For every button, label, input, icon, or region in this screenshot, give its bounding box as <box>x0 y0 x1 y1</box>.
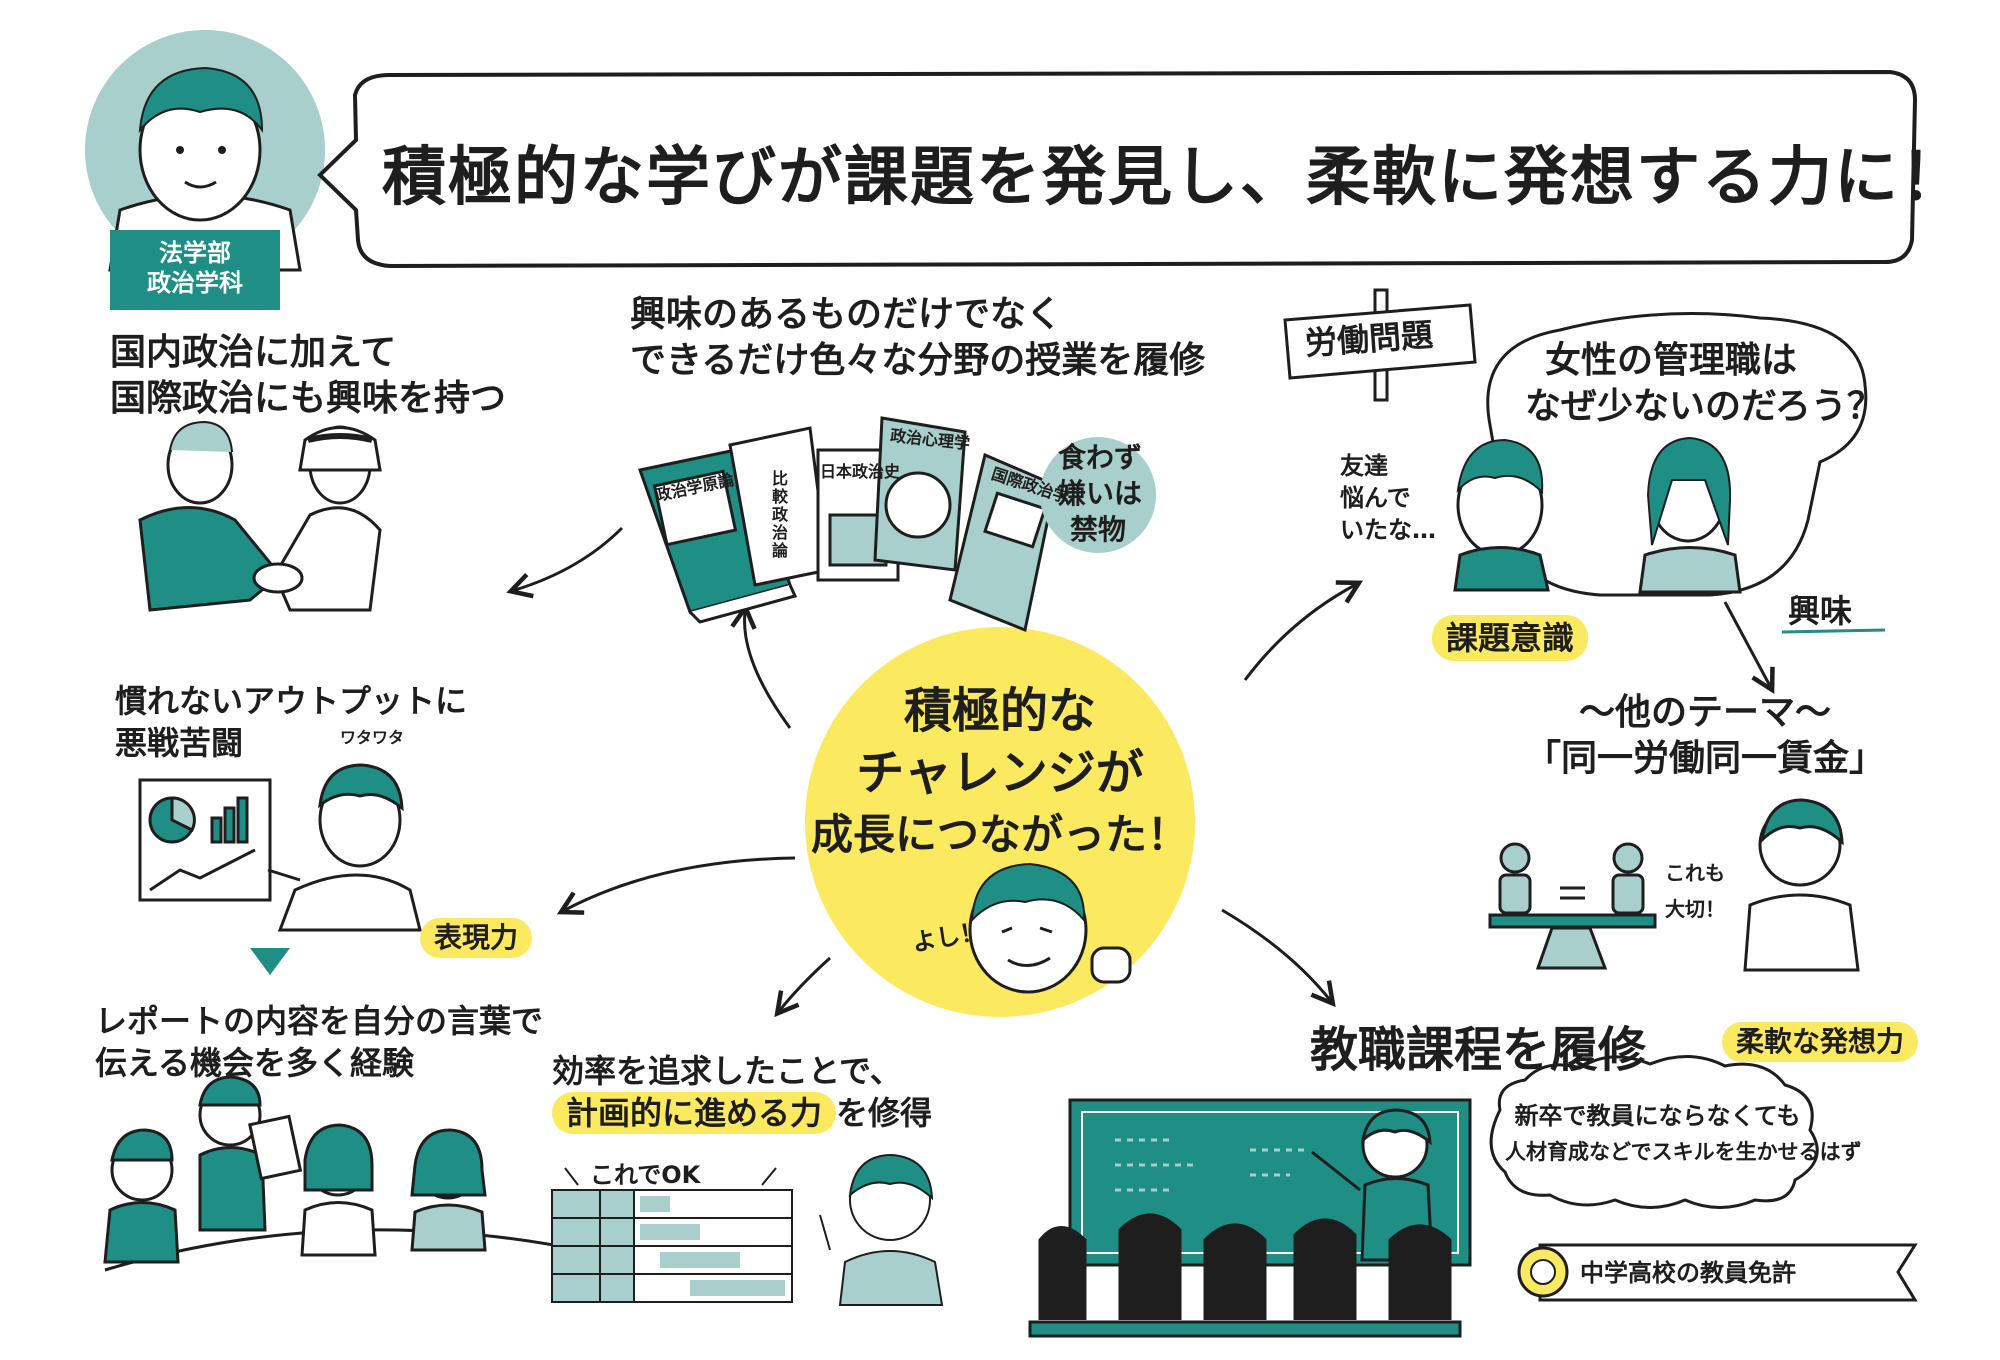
down-triangle <box>250 948 290 975</box>
balance-scale-illustration <box>1488 798 1860 972</box>
output-line-1: 慣れないアウトプットに <box>115 682 468 720</box>
report-line-2: 伝える機会を多く経験 <box>95 1044 415 1082</box>
question-line-2: なぜ少ないのだろう？ <box>1525 386 1883 427</box>
efficiency-line-2-rest: を修得 <box>836 1094 933 1132</box>
question-line-1: 女性の管理職は <box>1545 340 1798 381</box>
badge-line-1: 食わず <box>1058 441 1143 474</box>
cloud-line-2: 人材育成などでスキルを生かせるはず <box>1505 1140 1862 1164</box>
labor-sign-text: 労働問題 <box>1303 315 1435 363</box>
friend-line-1: 友達 <box>1340 452 1388 480</box>
efficiency-text: 効率を追求したことで、 計画的に進める力を修得 <box>552 1050 932 1134</box>
theme-comment-line-2: 大切！ <box>1665 897 1725 921</box>
efficiency-highlight: 計画的に進める力 <box>552 1092 837 1134</box>
books-text: 興味のあるものだけでなく できるだけ色々な分野の授業を履修 <box>630 292 1205 384</box>
theme-comment-line-1: これも <box>1665 861 1725 885</box>
flexible-thinking-badge: 柔軟な発想力 <box>1722 1022 1919 1062</box>
books-line-1: 興味のあるものだけでなく <box>630 294 1063 335</box>
report-line-1: レポートの内容を自分の言葉で <box>95 1002 544 1040</box>
badge-line-2: 嫌いは <box>1058 477 1143 510</box>
question-thought-bubble <box>1453 312 1868 597</box>
output-text: 慣れないアウトプットに 悪戦苦闘 <box>115 680 467 764</box>
student-avatar <box>85 30 325 310</box>
teaching-cloud-text: 新卒で教員にならなくても 人材育成などでスキルを生かせるはず <box>1505 1098 1862 1170</box>
connector-arrows <box>515 526 1770 1010</box>
teaching-thought-cloud <box>1489 1054 1819 1209</box>
friend-line-2: 悩んで <box>1340 484 1411 512</box>
output-line-2: 悪戦苦闘 <box>115 724 244 762</box>
license-ribbon <box>1517 1243 1918 1302</box>
book-title-2: 比較政治論 <box>772 469 789 560</box>
presentation-illustration <box>138 763 422 932</box>
labor-sign <box>1283 288 1477 402</box>
interest-label: 興味 <box>1788 592 1853 630</box>
politics-line-1: 国内政治に加えて <box>110 332 397 373</box>
department-line-1: 法学部 <box>159 239 231 267</box>
politics-text: 国内政治に加えて 国際政治にも興味を持つ <box>110 330 506 422</box>
title-speech-bubble <box>317 69 1918 269</box>
books-line-2: できるだけ色々な分野の授業を履修 <box>630 340 1206 381</box>
center-line-1: 積極的な <box>903 683 1096 739</box>
license-text: 中学高校の教員免許 <box>1580 1259 1796 1287</box>
badge-line-3: 禁物 <box>1069 513 1126 546</box>
politics-line-2: 国際政治にも興味を持つ <box>110 378 507 419</box>
books-badge: 食わず 嫌いは 禁物 <box>1058 440 1143 548</box>
awareness-badge: 課題意識 <box>1432 615 1589 661</box>
handshake-illustration <box>138 420 382 612</box>
classroom-illustration <box>1028 1098 1472 1338</box>
efficiency-line-1: 効率を追求したことで、 <box>552 1052 902 1090</box>
theme-text: 〜他のテーマ〜 「同一労働同一賃金」 <box>1490 690 1920 782</box>
center-circle <box>805 627 1195 1017</box>
center-line-3: 成長につながった！ <box>810 810 1189 859</box>
theme-line-1: 〜他のテーマ〜 <box>1578 692 1831 733</box>
expression-badge: 表現力 <box>420 918 533 958</box>
friend-line-3: いたな… <box>1340 516 1436 544</box>
books-illustration <box>638 416 1156 633</box>
efficiency-line-2: 計画的に進める力を修得 <box>552 1092 932 1134</box>
friend-text: 友達 悩んで いたな… <box>1340 450 1436 546</box>
sfx-text: ワタワタ <box>340 728 405 747</box>
page-title: 積極的な学びが課題を発見し、柔軟に発想する力に！ <box>382 141 1966 215</box>
interest-underline <box>1781 628 1886 634</box>
teaching-title: 教職課程を履修 <box>1310 1022 1647 1078</box>
department-line-2: 政治学科 <box>147 269 243 297</box>
group-discussion-illustration <box>103 1075 591 1272</box>
report-text: レポートの内容を自分の言葉で 伝える機会を多く経験 <box>95 1000 543 1084</box>
book-title-3: 日本政治史 <box>820 462 901 481</box>
center-message: 積極的な チャレンジが 成長につながった！ <box>810 680 1190 866</box>
center-line-2: チャレンジが <box>856 745 1144 801</box>
gantt-illustration <box>551 1153 944 1306</box>
question-text: 女性の管理職は なぜ少ないのだろう？ <box>1525 338 1883 430</box>
department-label: 法学部 政治学科 <box>120 238 270 298</box>
theme-line-2: 「同一労働同一賃金」 <box>1524 738 1885 779</box>
cloud-line-1: 新卒で教員にならなくても <box>1514 1102 1801 1130</box>
theme-comment: これも 大切！ <box>1665 855 1725 927</box>
gantt-caption: これでOK <box>590 1161 701 1189</box>
